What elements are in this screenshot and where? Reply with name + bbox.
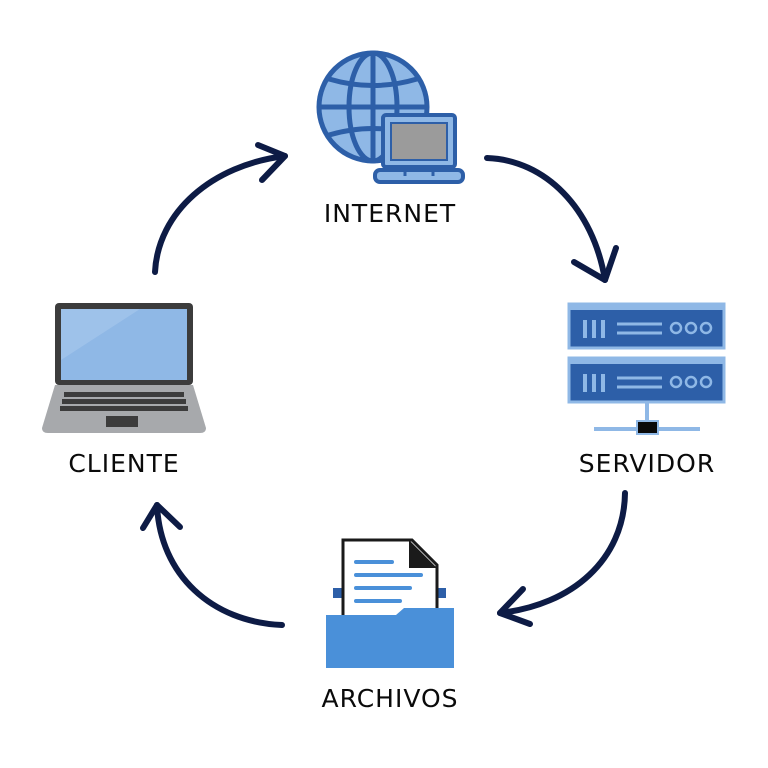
server-rack-icon <box>567 302 726 435</box>
arrowhead-servidor-to-archivos <box>497 586 533 627</box>
laptop-icon <box>42 303 206 433</box>
server-unit-top <box>567 302 726 350</box>
arrow-servidor-to-archivos <box>497 490 628 616</box>
arrowhead-cliente-to-internet <box>255 142 288 183</box>
network-connector <box>594 403 700 435</box>
label-cliente: CLIENTE <box>68 449 180 478</box>
document-icon <box>341 538 439 622</box>
arrow-cliente-to-internet <box>152 153 288 275</box>
label-archivos: ARCHIVOS <box>321 684 459 713</box>
folder-front <box>326 608 454 668</box>
label-servidor: SERVIDOR <box>578 449 716 478</box>
keyboard <box>60 392 188 411</box>
trackpad <box>106 416 138 427</box>
label-internet: INTERNET <box>323 199 457 228</box>
arrows <box>140 142 628 628</box>
arrowhead-archivos-to-cliente <box>140 502 183 531</box>
arrow-internet-to-servidor <box>484 155 608 283</box>
globe-computer-icon <box>316 50 465 184</box>
folder-document-icon <box>326 538 454 668</box>
server-unit-bottom <box>567 356 726 404</box>
monitor-icon <box>373 113 465 184</box>
arrowhead-internet-to-servidor <box>571 245 619 283</box>
arrow-archivos-to-cliente <box>154 502 285 628</box>
